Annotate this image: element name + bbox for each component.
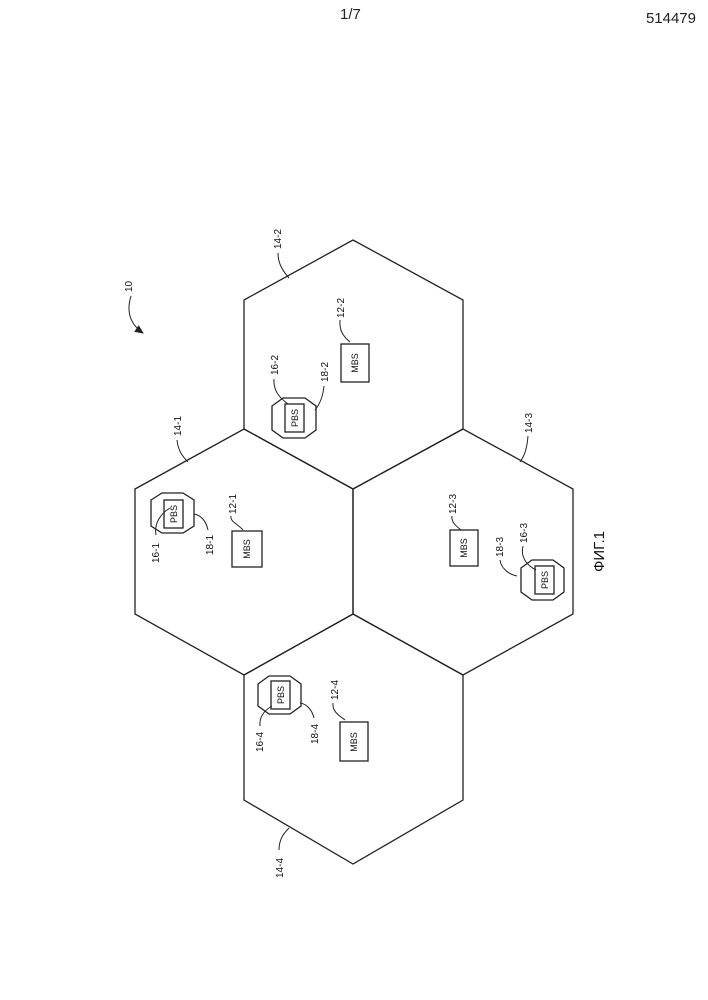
- pico-area-ref-18-3: 18-3: [495, 537, 506, 557]
- macro-label: MBS: [349, 732, 359, 752]
- cell-group-14-3: 14-3 12-3 MBS 16-3 18-3 PBS: [448, 413, 564, 600]
- pico-label: PBS: [540, 571, 550, 589]
- macro-ref-12-3: 12-3: [448, 494, 459, 514]
- pico-ref-16-3: 16-3: [519, 523, 530, 543]
- leader-line: [520, 436, 528, 462]
- pico-label: PBS: [169, 505, 179, 523]
- macro-label: MBS: [459, 538, 469, 558]
- cell-ref-14-1: 14-1: [173, 416, 184, 436]
- leader-line: [452, 516, 461, 530]
- leader-line: [278, 253, 289, 278]
- macro-label: MBS: [350, 353, 360, 373]
- leader-line: [194, 514, 208, 530]
- leader-line: [500, 560, 517, 576]
- leader-line: [231, 516, 243, 530]
- macro-ref-12-4: 12-4: [330, 680, 341, 700]
- pico-label: PBS: [276, 686, 286, 704]
- macro-ref-12-1: 12-1: [228, 494, 239, 514]
- leader-line: [340, 320, 350, 342]
- cell-group-14-4: PBS 16-4 18-4 12-4 MBS 14-4: [255, 676, 368, 878]
- figure-caption: ФИГ.1: [591, 531, 608, 572]
- pico-area-ref-18-2: 18-2: [320, 362, 331, 382]
- leader-line: [177, 440, 188, 462]
- cell-ref-14-4: 14-4: [275, 858, 286, 878]
- pico-label: PBS: [290, 409, 300, 427]
- leader-line: [522, 546, 536, 570]
- pico-ref-16-2: 16-2: [270, 355, 281, 375]
- pico-ref-16-4: 16-4: [255, 732, 266, 752]
- cell-group-14-1: 14-1 PBS 16-1 18-1 12-1 MBS: [151, 416, 262, 567]
- system-ref-label: 10: [124, 280, 135, 292]
- pico-area-ref-18-1: 18-1: [205, 535, 216, 555]
- system-ref-arrow: [129, 296, 143, 333]
- macro-label: MBS: [242, 539, 252, 559]
- cell-group-14-2: 14-2 12-2 MBS PBS 16-2 18-2: [270, 229, 369, 438]
- leader-line: [300, 703, 314, 718]
- pico-ref-16-1: 16-1: [151, 543, 162, 563]
- leader-line: [279, 828, 289, 850]
- leader-line: [333, 703, 345, 720]
- macro-ref-12-2: 12-2: [336, 298, 347, 318]
- cell-ref-14-3: 14-3: [524, 413, 535, 433]
- pico-area-ref-18-4: 18-4: [310, 724, 321, 744]
- cell-ref-14-2: 14-2: [273, 229, 284, 249]
